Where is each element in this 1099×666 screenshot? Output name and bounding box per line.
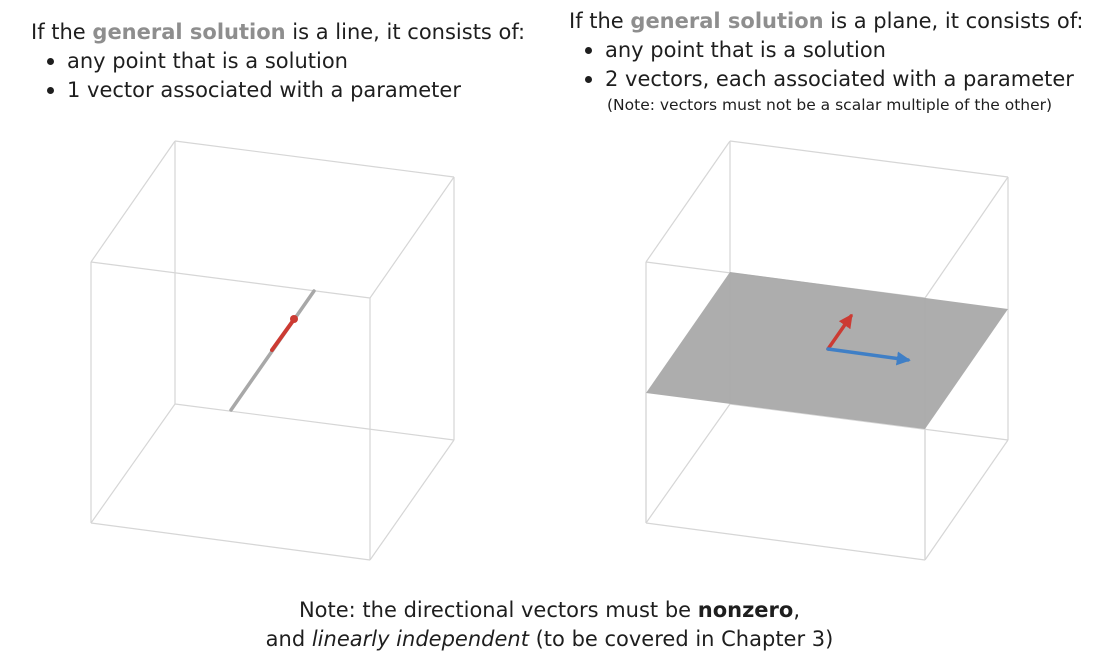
- bottom-note: Note: the directional vectors must be no…: [0, 596, 1099, 654]
- right-heading-pre: If the: [569, 9, 631, 33]
- direction-vector: [270, 316, 297, 352]
- left-heading: If the general solution is a line, it co…: [31, 18, 525, 47]
- left-bullet-list: any point that is a solution 1 vector as…: [31, 47, 525, 105]
- bottom-note-line-1: Note: the directional vectors must be no…: [0, 596, 1099, 625]
- right-scalar-multiple-note: (Note: vectors must not be a scalar mult…: [607, 96, 1053, 114]
- solution-plane: [646, 272, 1008, 429]
- nonzero-term: nonzero: [697, 598, 794, 622]
- direction-vector-red: [826, 313, 853, 351]
- left-bullet-2: 1 vector associated with a parameter: [31, 76, 525, 105]
- right-heading: If the general solution is a plane, it c…: [569, 7, 1083, 36]
- right-heading-post: is a plane, it consists of:: [823, 9, 1084, 33]
- vector-tip-point: [290, 315, 298, 323]
- bottom-note-line1-pre: Note: the directional vectors must be: [298, 598, 698, 622]
- linearly-independent-term: linearly independent: [311, 627, 529, 651]
- line-solution-figure: [90, 140, 455, 561]
- left-bounding-box: [90, 140, 455, 561]
- right-bullet-list: any point that is a solution 2 vectors, …: [569, 36, 1083, 94]
- left-bullet-1: any point that is a solution: [31, 47, 525, 76]
- bottom-note-line1-post: ,: [793, 598, 801, 622]
- right-heading-term: general solution: [630, 9, 824, 33]
- bottom-note-line-2: and linearly independent (to be covered …: [0, 625, 1099, 654]
- right-bullet-2: 2 vectors, each associated with a parame…: [569, 65, 1083, 94]
- bottom-note-line2-pre: and: [265, 627, 312, 651]
- right-bounding-box-front: [645, 393, 926, 560]
- left-heading-post: is a line, it consists of:: [285, 20, 526, 44]
- right-bullet-1: any point that is a solution: [569, 36, 1083, 65]
- left-heading-pre: If the: [31, 20, 93, 44]
- left-panel-text: If the general solution is a line, it co…: [31, 18, 525, 105]
- right-panel-text: If the general solution is a plane, it c…: [569, 7, 1083, 94]
- left-heading-term: general solution: [92, 20, 286, 44]
- direction-vector-blue: [826, 347, 911, 366]
- plane-solution-figure: [645, 140, 1009, 561]
- bottom-note-line2-post: (to be covered in Chapter 3): [528, 627, 834, 651]
